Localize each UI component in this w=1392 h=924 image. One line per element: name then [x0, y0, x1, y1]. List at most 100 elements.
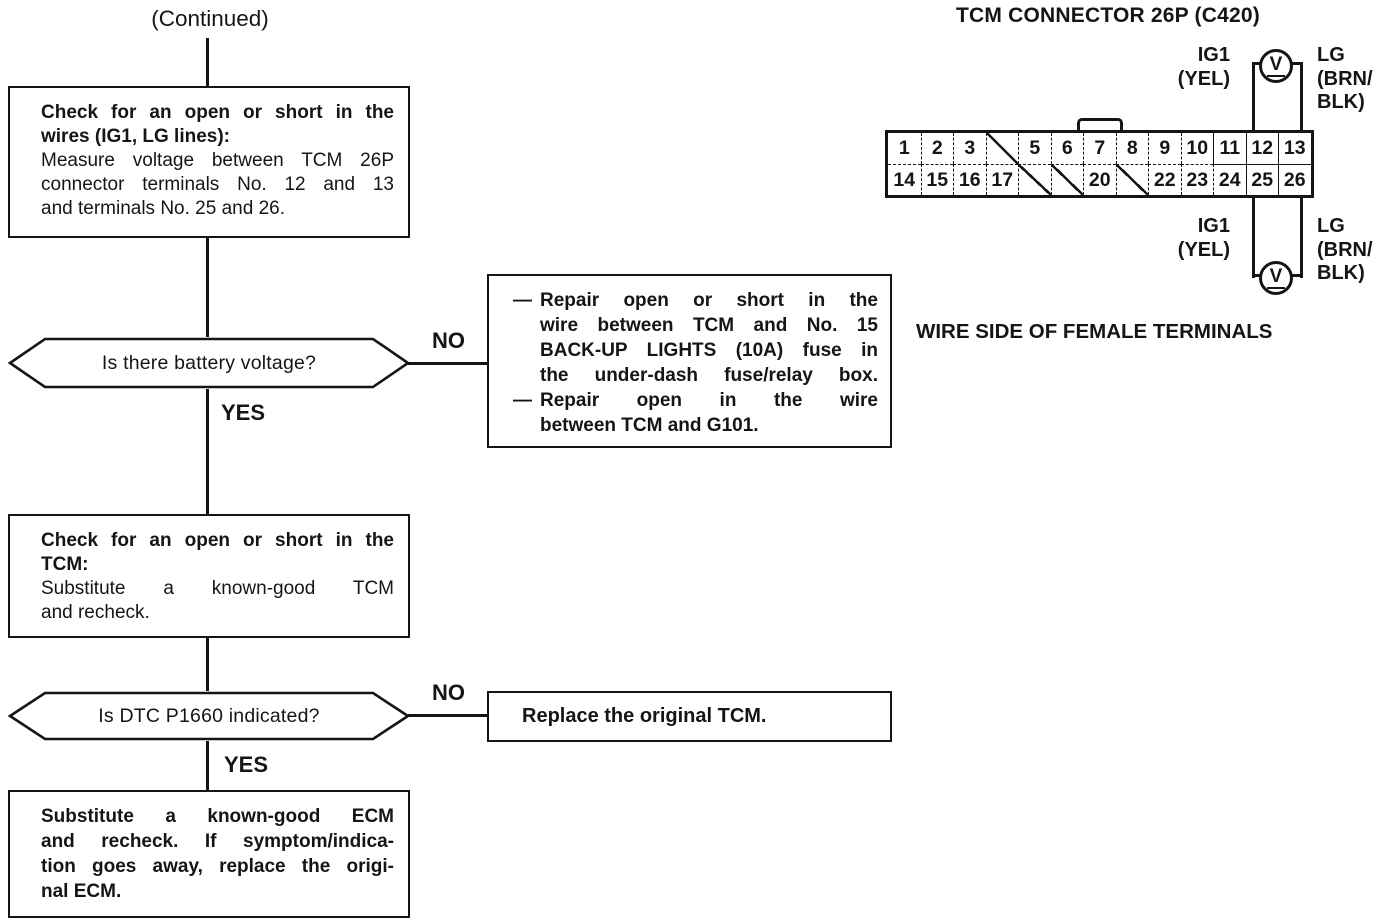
- text-line: the under-dash fuse/relay box.: [540, 365, 878, 386]
- pin-cell: 2: [920, 133, 954, 164]
- repair-item: — Repair open in the wire between TCM an…: [513, 388, 878, 438]
- text-line: Substitute a known-good TCM: [41, 578, 394, 599]
- pin-cell: 7: [1083, 133, 1116, 164]
- text-line: Repair open in the wire: [540, 390, 878, 411]
- probe-line: [1300, 62, 1303, 130]
- pin-cell: 16: [953, 164, 986, 195]
- probe-line: [1252, 62, 1255, 130]
- text-line: nal ECM.: [41, 881, 122, 902]
- check-tcm-box: Check for an open or short in the TCM: S…: [8, 514, 410, 638]
- flow-line: [206, 238, 209, 337]
- pin-cell: 26: [1278, 164, 1311, 195]
- decision-battery-voltage: Is there battery voltage?: [8, 337, 410, 389]
- no-label: NO: [432, 328, 465, 353]
- pin-cell: 13: [1278, 133, 1311, 164]
- text-line: wires (IG1, LG lines):: [41, 126, 230, 147]
- voltmeter-symbol: V: [1266, 54, 1286, 78]
- wire-side-caption: WIRE SIDE OF FEMALE TERMINALS: [916, 320, 1273, 343]
- wire-name: IG1: [1197, 44, 1230, 66]
- text-line: tion goes away, replace the origi-: [41, 856, 394, 877]
- probe-line: [1300, 196, 1303, 278]
- wire-name: LG: [1317, 44, 1345, 66]
- pin-cell: 14: [888, 164, 921, 195]
- probe-line: [1290, 62, 1303, 65]
- yes-label: YES: [224, 752, 269, 777]
- yes-label: YES: [221, 400, 266, 425]
- repair-actions-box: — Repair open or short in the wire betwe…: [487, 274, 892, 448]
- pin-cell: 6: [1050, 133, 1084, 164]
- flow-line: [206, 637, 209, 691]
- ig1-label-top: IG1 (YEL): [1126, 44, 1230, 91]
- flow-line: [206, 389, 209, 514]
- probe-line: [1252, 62, 1262, 65]
- blocked-pin-cell: [1115, 164, 1148, 195]
- pin-cell: 8: [1115, 133, 1149, 164]
- blocked-pin-cell: [985, 133, 1018, 164]
- probe-line: [1290, 274, 1303, 277]
- pin-cell: 23: [1180, 164, 1213, 195]
- text-line: Check for an open or short in the: [41, 530, 394, 551]
- lg-label-bottom: LG (BRN/ BLK): [1317, 215, 1373, 286]
- wire-name: IG1: [1197, 215, 1230, 237]
- wire-color: (YEL): [1177, 238, 1230, 261]
- text-line: TCM:: [41, 554, 89, 575]
- voltmeter-symbol: V: [1266, 266, 1286, 290]
- pin-cell: 12: [1245, 133, 1279, 164]
- text-line: and recheck.: [41, 602, 150, 623]
- decision-hexagon-shape: [8, 337, 410, 389]
- pin-cell: 22: [1148, 164, 1181, 195]
- continued-label: (Continued): [151, 6, 269, 31]
- text-line: Substitute a known-good ECM: [41, 806, 394, 827]
- pin-cell: 1: [898, 137, 910, 159]
- no-branch-line: [408, 714, 488, 717]
- wire-color: (BRN/: [1317, 67, 1373, 90]
- dash-bullet: —: [513, 290, 532, 311]
- lg-label-top: LG (BRN/ BLK): [1317, 44, 1373, 115]
- ig1-label-bottom: IG1 (YEL): [1126, 215, 1230, 262]
- text-line: between TCM and G101.: [540, 415, 759, 436]
- voltmeter-icon: V: [1259, 261, 1293, 295]
- text-line: and recheck. If symptom/indica-: [41, 831, 394, 852]
- pin-cell: 5: [1018, 133, 1051, 164]
- substitute-ecm-box: Substitute a known-good ECM and recheck.…: [8, 790, 410, 918]
- text-line: Repair open or short in the: [540, 290, 878, 311]
- blocked-pin-cell: [1050, 164, 1083, 195]
- text-line: Check for an open or short in the: [41, 102, 394, 123]
- probe-line: [1252, 196, 1255, 278]
- pin-cell: 11: [1213, 133, 1246, 164]
- pin-cell: 25: [1245, 164, 1278, 195]
- text-line: Replace the original TCM.: [522, 705, 767, 727]
- pin-cell: 3: [953, 133, 986, 164]
- text-line: connector terminals No. 12 and 13: [41, 174, 394, 195]
- no-branch-line: [408, 362, 488, 365]
- pin-cell: 10: [1180, 133, 1214, 164]
- pin-cell: 9: [1148, 133, 1181, 164]
- check-wires-box: Check for an open or short in the wires …: [8, 86, 410, 238]
- wire-color: (YEL): [1177, 67, 1230, 90]
- decision-dtc-p1660: Is DTC P1660 indicated?: [8, 691, 410, 741]
- text-line: Measure voltage between TCM 26P: [41, 150, 394, 171]
- flow-line: [206, 741, 209, 790]
- connector-title: TCM CONNECTOR 26P (C420): [956, 4, 1260, 27]
- pin-cell: 20: [1083, 164, 1116, 195]
- no-label: NO: [432, 680, 465, 705]
- text-line: and terminals No. 25 and 26.: [41, 198, 285, 219]
- wire-color: (BRN/: [1317, 238, 1373, 261]
- decision-question: Is DTC P1660 indicated?: [98, 704, 320, 727]
- probe-line: [1252, 274, 1262, 277]
- tcm-connector-pinout: 1 2 3 5 6 7 8 9 10 11 12 13 14 15 16 17 …: [885, 130, 1314, 198]
- text-line: wire between TCM and No. 15: [540, 315, 878, 336]
- decision-hexagon-shape: [8, 691, 410, 741]
- dash-bullet: —: [513, 390, 532, 411]
- wire-name: LG: [1317, 215, 1345, 237]
- text-line: BACK-UP LIGHTS (10A) fuse in: [540, 340, 878, 361]
- pin-cell: 24: [1213, 164, 1246, 195]
- decision-question: Is there battery voltage?: [101, 351, 317, 374]
- blocked-pin-cell: [1018, 164, 1051, 195]
- wire-color: BLK): [1317, 262, 1365, 284]
- voltmeter-icon: V: [1259, 49, 1293, 83]
- repair-item: — Repair open or short in the wire betwe…: [513, 288, 878, 388]
- pin-cell: 17: [985, 164, 1018, 195]
- wire-color: BLK): [1317, 91, 1365, 113]
- flow-line: [206, 38, 209, 86]
